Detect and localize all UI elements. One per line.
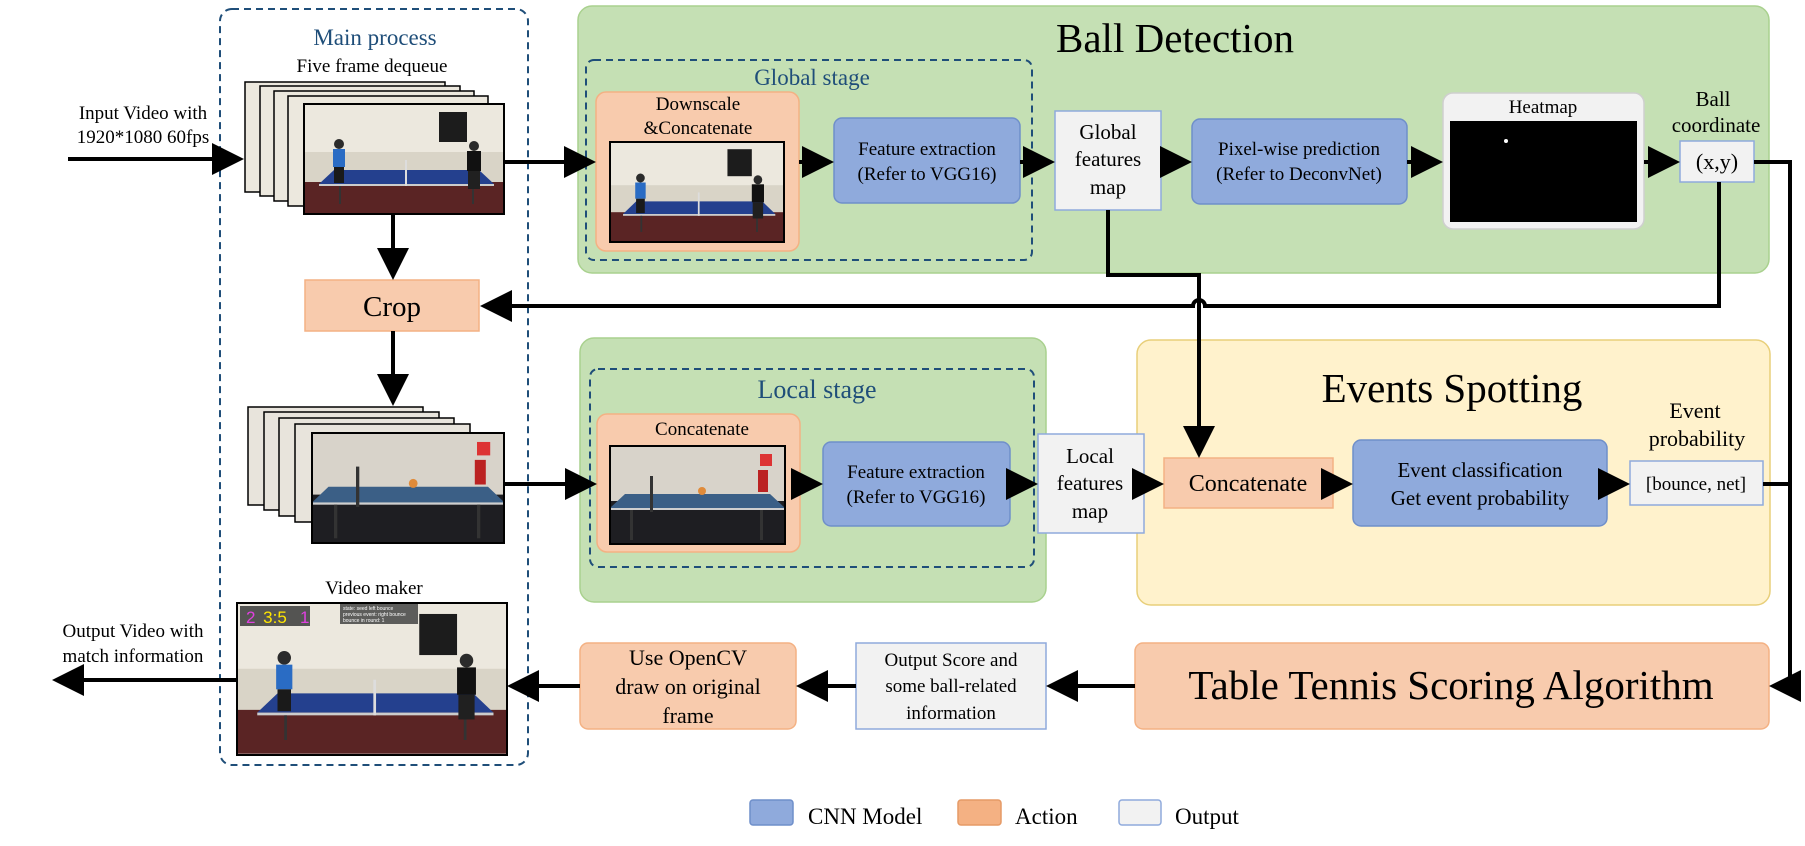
local-features-map-box bbox=[1037, 433, 1145, 534]
opencv-line3: frame bbox=[662, 703, 713, 728]
five-frame-stack bbox=[244, 81, 505, 215]
arrow-gfm-to-concatenate bbox=[1106, 210, 1215, 458]
input-video-line2: 1920*1080 60fps bbox=[77, 127, 209, 148]
scoreboard-info-1: state: seed left bounce bbox=[343, 606, 394, 612]
pixel-wise-prediction-box bbox=[1191, 118, 1408, 205]
downscale-line2: &Concatenate bbox=[644, 118, 753, 139]
scoreboard-score: 3:5 bbox=[263, 608, 287, 627]
event-classification-box bbox=[1352, 439, 1608, 527]
event-cls-line1: Event classification bbox=[1397, 458, 1563, 482]
main-process-title: Main process bbox=[313, 25, 436, 50]
local-feature-extraction-box bbox=[822, 441, 1011, 527]
xy-box bbox=[1679, 140, 1755, 183]
pix-line2: (Refer to DeconvNet) bbox=[1216, 164, 1382, 185]
ball-coordinate-line1: Ball bbox=[1696, 87, 1731, 111]
local-crop-thumbnail bbox=[609, 445, 786, 545]
xy-label: (x,y) bbox=[1696, 149, 1738, 174]
pix-line1: Pixel-wise prediction bbox=[1218, 139, 1380, 160]
opencv-line1: Use OpenCV bbox=[629, 645, 747, 670]
ball-coordinate-line2: coordinate bbox=[1672, 113, 1761, 137]
lfm-line1: Local bbox=[1066, 444, 1114, 468]
local-feat-line2: (Refer to VGG16) bbox=[847, 487, 986, 508]
global-feature-extraction-box bbox=[833, 117, 1021, 204]
global-features-map-box bbox=[1054, 110, 1162, 211]
global-feat-line2: (Refer to VGG16) bbox=[858, 164, 997, 185]
output-video-line1: Output Video with bbox=[62, 621, 204, 642]
scoreboard-info-3: bounce in round: 1 bbox=[343, 618, 385, 624]
gfm-line2: features bbox=[1075, 147, 1141, 171]
downscale-frame-thumbnail bbox=[609, 141, 785, 243]
legend-output-label: Output bbox=[1175, 804, 1240, 829]
lfm-line3: map bbox=[1072, 499, 1108, 523]
events-concat-label: Concatenate bbox=[1189, 471, 1308, 497]
local-concat-label: Concatenate bbox=[655, 419, 749, 440]
lfm-line2: features bbox=[1057, 471, 1123, 495]
heatmap-ball-dot bbox=[1504, 139, 1508, 143]
main-process-panel bbox=[219, 8, 529, 766]
local-feat-line1: Feature extraction bbox=[847, 462, 985, 483]
legend-swatch-action bbox=[957, 799, 1002, 826]
output-score-line3: information bbox=[906, 703, 996, 724]
video-maker-frame: 2 3:5 1 state: seed left bounce previous… bbox=[236, 602, 508, 756]
output-score-line2: some ball-related bbox=[885, 676, 1017, 697]
global-stage-title: Global stage bbox=[754, 65, 870, 90]
event-prob-line1: Event bbox=[1669, 398, 1720, 423]
local-stage-title: Local stage bbox=[757, 375, 876, 404]
gfm-line3: map bbox=[1090, 175, 1126, 199]
output-score-box bbox=[855, 642, 1047, 730]
event-prob-line2: probability bbox=[1649, 426, 1746, 451]
legend: CNN Model Action Output bbox=[749, 799, 1240, 829]
scoreboard-info-2: previous event: right bounce bbox=[343, 612, 406, 618]
heatmap-label: Heatmap bbox=[1509, 97, 1578, 118]
input-video-line1: Input Video with bbox=[79, 103, 208, 124]
scoreboard-right-digit: 1 bbox=[300, 608, 309, 627]
legend-action-label: Action bbox=[1015, 804, 1078, 829]
events-spotting-title: Events Spotting bbox=[1322, 365, 1583, 411]
event-prob-value-box bbox=[1629, 460, 1764, 506]
scoreboard-left-digit: 2 bbox=[246, 608, 255, 627]
output-video-line2: match information bbox=[63, 646, 204, 667]
legend-swatch-output bbox=[1118, 799, 1162, 826]
output-score-line1: Output Score and bbox=[885, 650, 1018, 671]
legend-cnn-label: CNN Model bbox=[808, 804, 922, 829]
video-maker-label: Video maker bbox=[325, 578, 423, 599]
opencv-line2: draw on original bbox=[615, 674, 760, 699]
arrow-xy-to-scoring bbox=[1754, 160, 1801, 702]
event-cls-line2: Get event probability bbox=[1391, 486, 1570, 510]
scoring-algorithm-title: Table Tennis Scoring Algorithm bbox=[1188, 662, 1713, 708]
cropped-frame-stack bbox=[247, 406, 505, 544]
events-concatenate-box bbox=[1163, 457, 1334, 509]
gfm-line1: Global bbox=[1079, 120, 1136, 144]
legend-swatch-cnn bbox=[749, 799, 794, 826]
heatmap-image bbox=[1450, 121, 1637, 222]
connector-arrows bbox=[52, 143, 1801, 702]
global-feat-line1: Feature extraction bbox=[858, 139, 996, 160]
downscale-line1: Downscale bbox=[656, 94, 740, 115]
event-prob-value: [bounce, net] bbox=[1646, 474, 1746, 495]
ball-detection-title: Ball Detection bbox=[1056, 15, 1294, 61]
crop-label: Crop bbox=[363, 291, 421, 323]
five-frame-dequeue-label: Five frame dequeue bbox=[297, 56, 448, 77]
